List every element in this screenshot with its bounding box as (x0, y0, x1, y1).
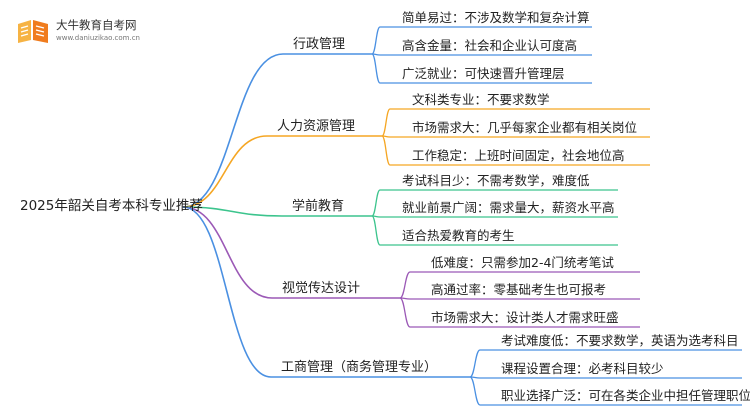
leaf-node: 高通过率：零基础考生也可报考 (431, 282, 607, 297)
branch-node-business-management: 工商管理（商务管理专业） (281, 360, 438, 375)
leaf-node: 市场需求大：设计类人才需求旺盛 (431, 310, 619, 325)
branch-connector (182, 206, 273, 299)
leaf-node: 简单易过：不涉及数学和复杂计算 (402, 10, 590, 25)
root-node: 2025年韶关自考本科专业推荐 (20, 198, 203, 214)
book-logo-icon (18, 20, 48, 43)
leaf-node: 广泛就业：可快速晋升管理层 (402, 66, 565, 81)
leaf-connector (399, 297, 411, 328)
leaf-connector (371, 189, 381, 217)
branch-connector (182, 53, 284, 208)
leaf-node: 考试难度低：不要求数学，英语为选考科目 (501, 333, 739, 348)
leaf-connector (381, 135, 391, 166)
leaf-node: 就业前景广阔：需求量大，薪资水平高 (402, 200, 615, 215)
leaf-node: 工作稳定：上班时间固定，社会地位高 (412, 148, 625, 163)
branch-connector (182, 135, 268, 208)
leaf-connector (371, 215, 381, 246)
leaf-node: 考试科目少：不需考数学，难度低 (402, 173, 590, 188)
leaf-connector (381, 108, 391, 137)
leaf-node: 文科类专业：不要求数学 (412, 92, 550, 107)
leaf-node: 高含金量：社会和企业认可度高 (402, 38, 578, 53)
leaf-node: 课程设置合理：必考科目较少 (501, 361, 664, 376)
branch-node-visual-design: 视觉传达设计 (282, 281, 361, 296)
leaf-connector (371, 26, 381, 55)
leaf-connector (399, 271, 411, 299)
leaf-connector (469, 376, 481, 406)
branch-node-preschool-education: 学前教育 (292, 199, 345, 214)
branch-connector (182, 206, 283, 217)
leaf-node: 低难度：只需参加2-4门统考笔试 (431, 255, 614, 270)
branch-connector (182, 206, 272, 378)
leaf-connector (469, 349, 481, 378)
leaf-node: 市场需求大：几乎每家企业都有相关岗位 (412, 120, 638, 135)
leaf-node: 职业选择广泛：可在各类企业中担任管理职位 (501, 388, 750, 403)
brand-name: 大牛教育自考网 (56, 18, 137, 32)
branch-node-hr-management: 人力资源管理 (277, 119, 356, 134)
brand-url: www.daniuzikao.com.cn (56, 34, 140, 42)
leaf-node: 适合热爱教育的考生 (402, 228, 515, 243)
branch-node-administration: 行政管理 (293, 37, 346, 52)
leaf-connector (371, 53, 381, 84)
